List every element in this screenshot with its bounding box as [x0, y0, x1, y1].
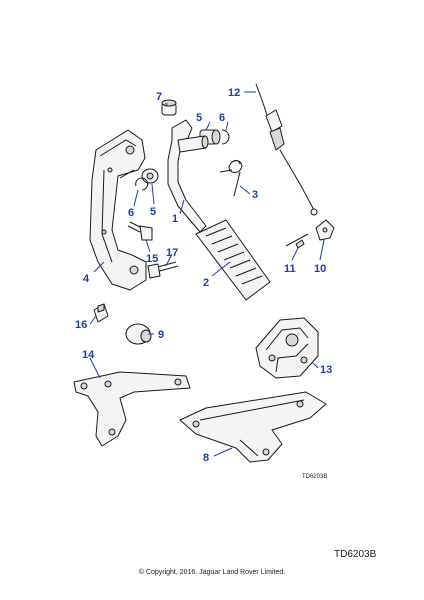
bush-part-7 [161, 99, 177, 116]
callout-10: 10 [314, 263, 326, 275]
callout-17: 17 [166, 247, 178, 259]
callout-4: 4 [83, 273, 90, 285]
pedal-arm [167, 119, 209, 233]
bolt-part-15 [127, 221, 153, 241]
accelerator-cable [255, 83, 318, 216]
callout-6-upper: 6 [219, 112, 225, 124]
grommet-part-9 [125, 323, 152, 345]
callout-15: 15 [146, 253, 158, 265]
clip-nut-part-16 [93, 303, 109, 323]
stud-part-17 [147, 261, 179, 279]
pedal-pad [195, 219, 271, 301]
callout-13: 13 [320, 364, 332, 376]
copyright-notice: © Copyright, 2016. Jaguar Land Rover Lim… [138, 569, 286, 576]
cable-clip [315, 219, 335, 241]
callout-16: 16 [75, 319, 87, 331]
throttle-assembly [255, 317, 319, 379]
callout-2: 2 [203, 277, 209, 289]
bush-clip-lower [135, 168, 159, 191]
return-spring [219, 159, 243, 197]
callout-9: 9 [158, 329, 164, 341]
callout-1: 1 [172, 213, 178, 225]
reference-number: TD6203B [334, 549, 377, 560]
callout-12: 12 [228, 87, 240, 99]
callout-5-lower: 5 [150, 206, 156, 218]
callout-5-upper: 5 [196, 112, 202, 124]
callout-3: 3 [252, 189, 258, 201]
pedal-bracket [89, 129, 147, 291]
drawing-code: TD6203B [302, 474, 327, 480]
callout-8: 8 [203, 452, 209, 464]
callout-14: 14 [82, 349, 95, 361]
callout-6-lower: 6 [128, 207, 134, 219]
leader-lines [89, 91, 325, 457]
base-plate [179, 391, 327, 463]
callout-11: 11 [284, 263, 296, 275]
callout-7: 7 [156, 91, 162, 103]
callouts: 7 5 6 12 3 1 2 4 6 5 15 17 11 10 16 9 14… [75, 87, 332, 480]
mounting-bracket [73, 371, 191, 447]
bolt-part-11 [285, 233, 309, 249]
